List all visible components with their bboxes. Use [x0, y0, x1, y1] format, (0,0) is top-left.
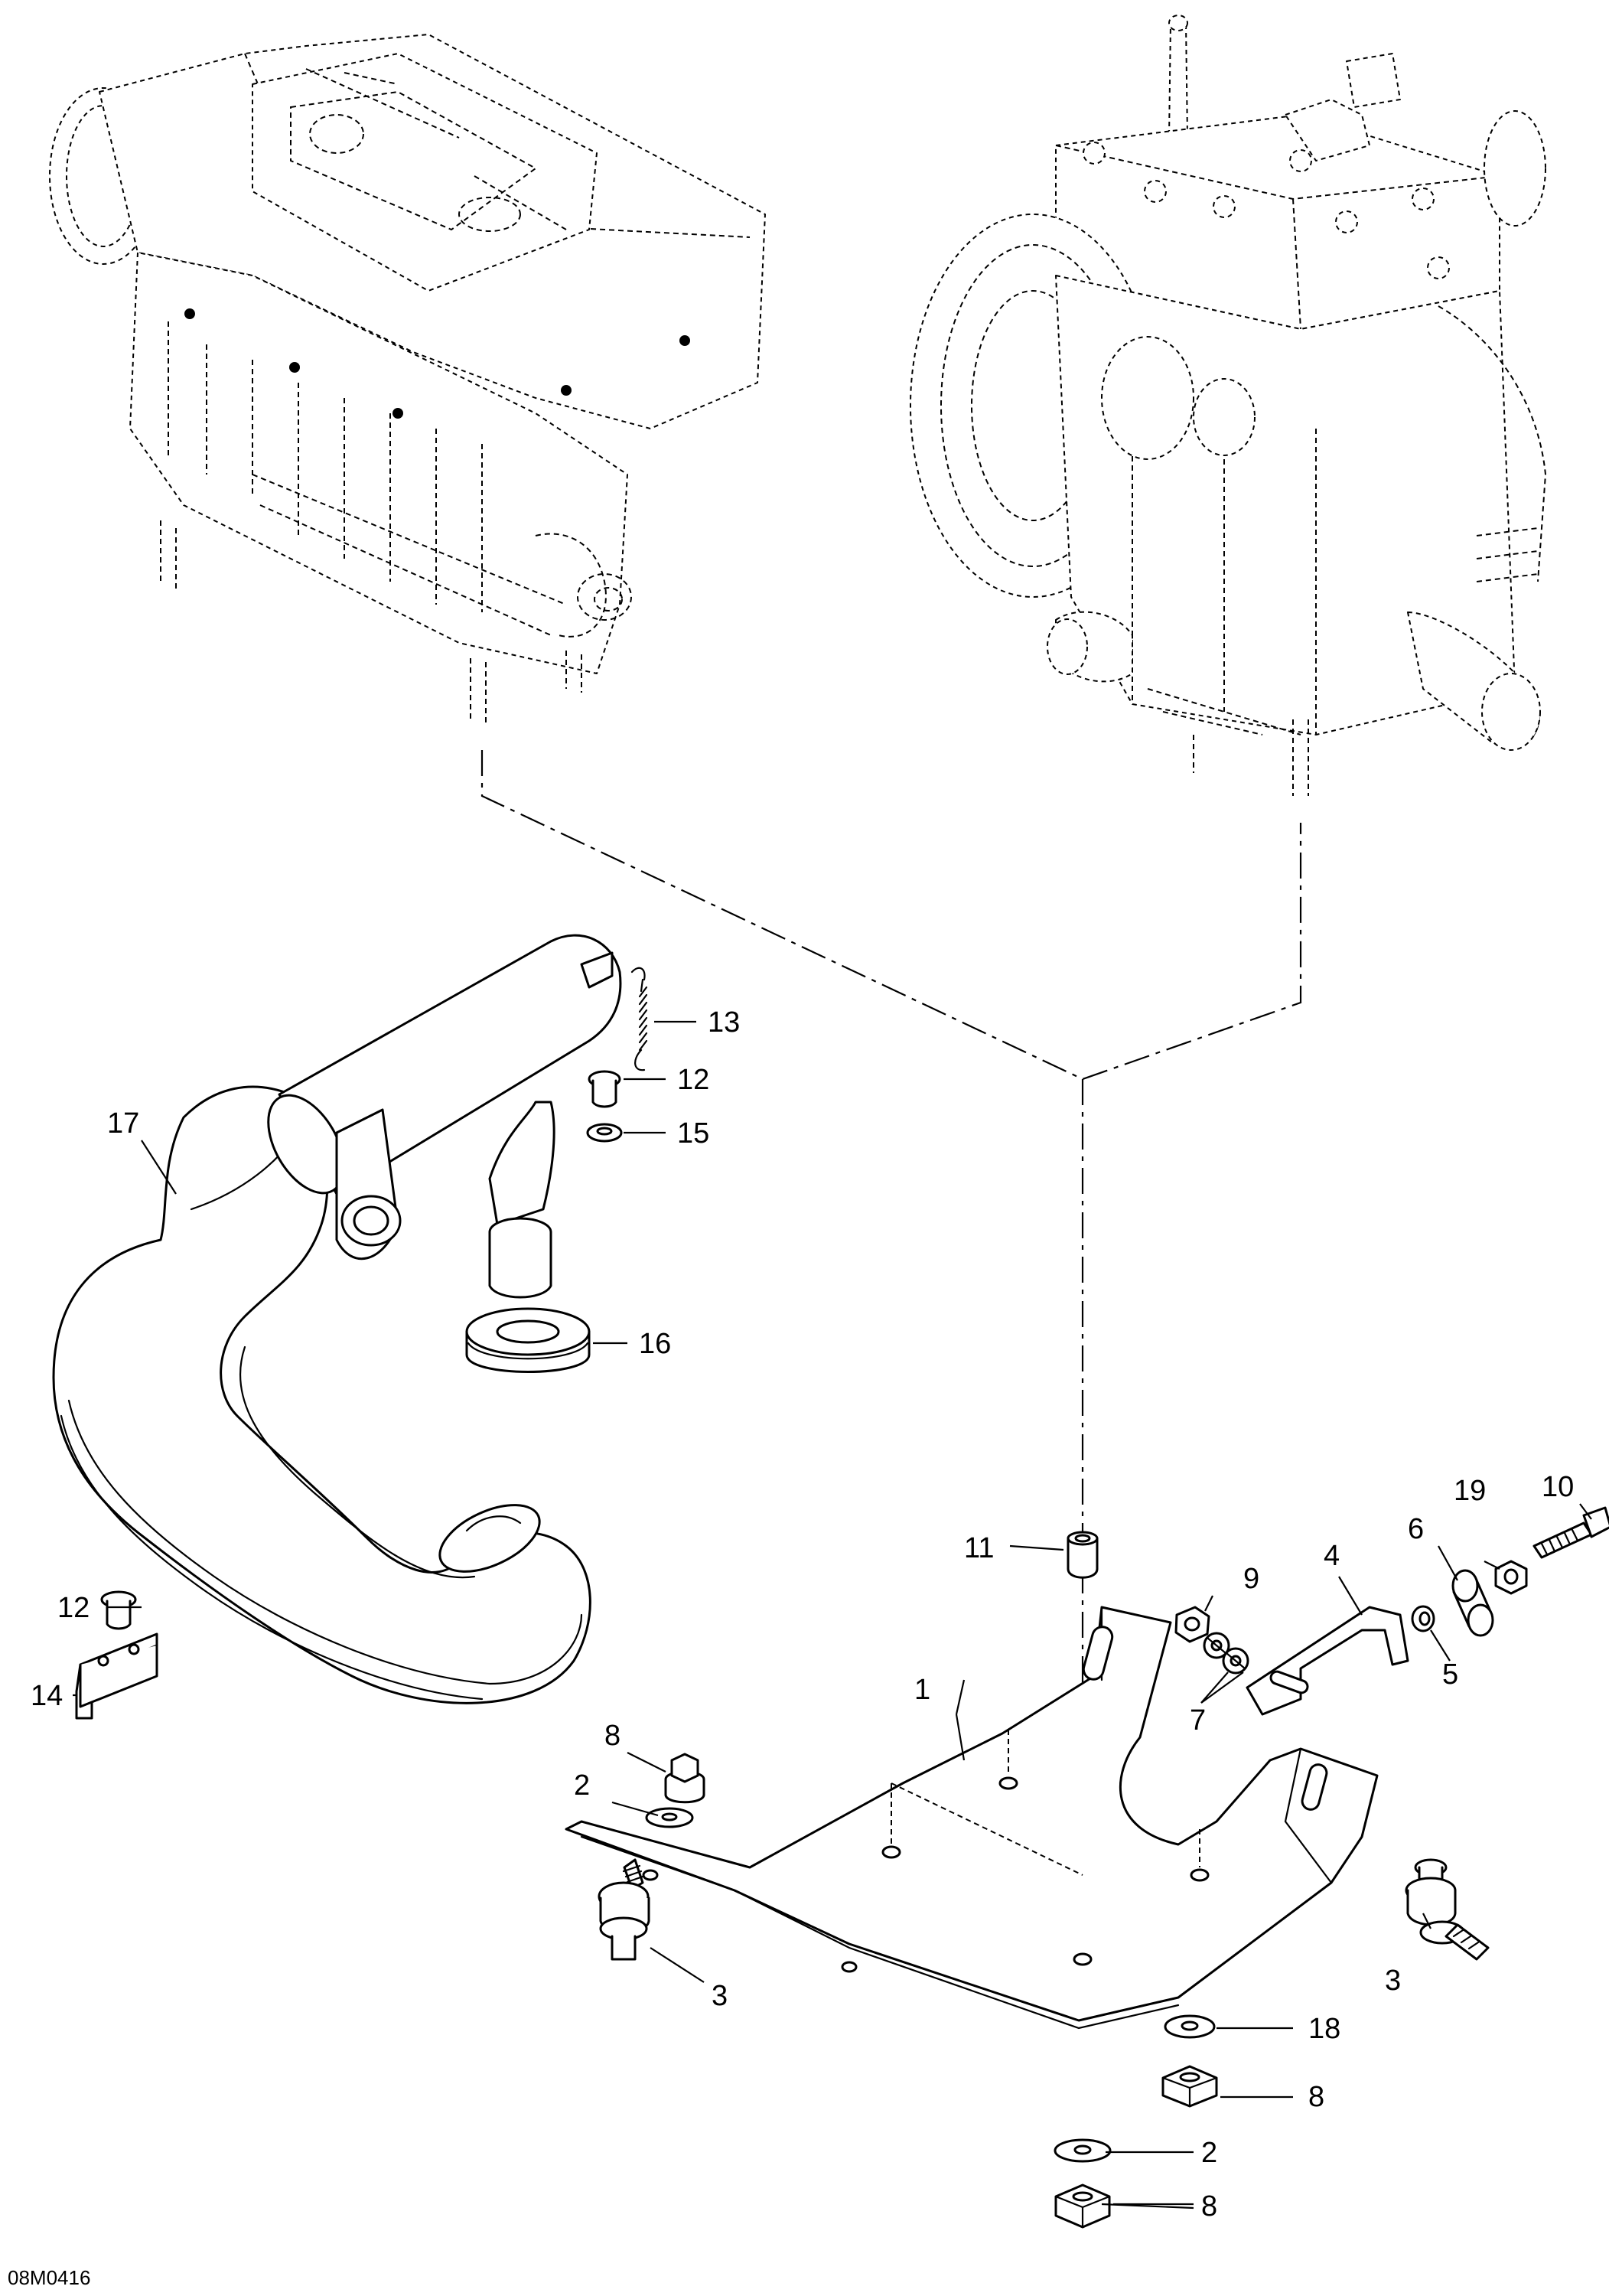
nut-bottom	[1054, 2183, 1111, 2229]
lock-washers	[1203, 1632, 1249, 1675]
callout-4: 4	[1324, 1540, 1340, 1572]
callout-6: 6	[1408, 1513, 1424, 1545]
rubber-mount-left	[598, 1858, 650, 1961]
callout-7: 7	[1190, 1704, 1206, 1737]
nut-bottom-right	[1161, 2065, 1218, 2108]
callout-14: 14	[31, 1680, 63, 1712]
adjuster-bolt	[1532, 1506, 1609, 1559]
engine-mount-plate	[565, 1606, 1379, 2030]
exhaust-support-bracket	[1246, 1606, 1409, 1716]
callout-15: 15	[677, 1117, 709, 1150]
callout-19: 19	[1454, 1475, 1486, 1507]
nut-bracket	[1174, 1606, 1210, 1643]
engine-alignment-line	[480, 750, 1302, 1081]
spring	[630, 967, 648, 1071]
callout-5: 5	[1442, 1658, 1458, 1691]
nut-adjuster	[1494, 1560, 1528, 1595]
callout-16: 16	[639, 1328, 671, 1360]
bushing-small	[1411, 1605, 1435, 1632]
exhaust-grommet	[465, 1307, 591, 1373]
exhaust-bracket	[75, 1632, 158, 1720]
washer-bottom	[1054, 2138, 1112, 2163]
rubber-mount-right	[1405, 1858, 1490, 1961]
callout-3-left: 3	[712, 1980, 728, 2012]
rivet-lower	[100, 1590, 137, 1630]
callout-2-bottom: 2	[1201, 2137, 1217, 2169]
callout-11: 11	[964, 1532, 994, 1564]
washer-top	[645, 1807, 694, 1828]
callout-8-bottom: 8	[1201, 2190, 1217, 2223]
callout-12-bottom: 12	[57, 1592, 90, 1624]
bushing-large	[1451, 1569, 1494, 1637]
exhaust-pipe	[52, 1085, 591, 1704]
callout-3-right: 3	[1385, 1965, 1401, 1997]
washer-bottom-18	[1164, 2014, 1216, 2039]
callout-13: 13	[708, 1006, 740, 1039]
muffler	[267, 934, 622, 1299]
spacer	[1067, 1531, 1099, 1579]
callout-18: 18	[1308, 2013, 1340, 2045]
rivet-upper	[588, 1070, 621, 1108]
leader-lines	[73, 1020, 1592, 2210]
washer-exhaust	[586, 1123, 623, 1143]
callout-9: 9	[1243, 1563, 1259, 1595]
flange-nut-top	[664, 1753, 705, 1804]
engine-right-phantom	[910, 15, 1547, 796]
callout-12-top: 12	[677, 1064, 709, 1096]
callout-8-middle: 8	[1308, 2081, 1324, 2113]
callout-1: 1	[914, 1674, 930, 1706]
callout-8-top: 8	[604, 1720, 620, 1752]
engine-left-phantom	[49, 34, 766, 723]
callout-10: 10	[1542, 1471, 1574, 1503]
drawing-code: 08M0416	[8, 2266, 90, 2289]
callout-17: 17	[107, 1107, 139, 1140]
callout-2-top: 2	[574, 1769, 590, 1802]
